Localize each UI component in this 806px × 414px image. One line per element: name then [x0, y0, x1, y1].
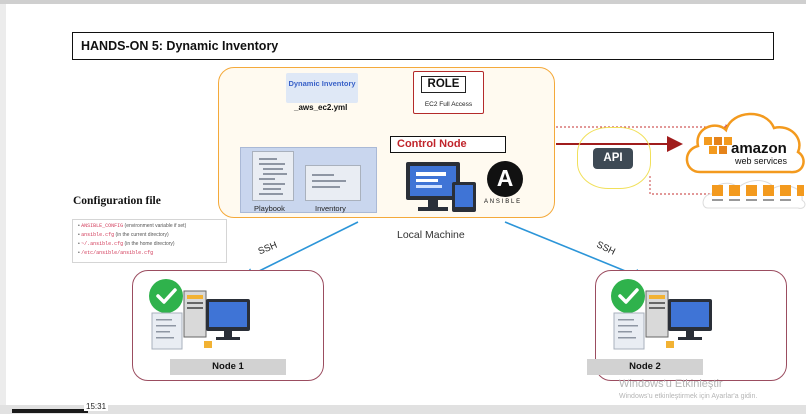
- check-icon: [149, 279, 183, 313]
- inventory-label: Inventory: [315, 204, 346, 213]
- aws-wordmark: amazon: [731, 140, 787, 157]
- computer-icon: [406, 162, 476, 212]
- checkmark-glyph: [156, 288, 177, 304]
- playbook-label: Playbook: [254, 204, 285, 213]
- activation-watermark-title: Windows'u Etkinleştir: [619, 378, 723, 390]
- video-timestamp: 15:31: [84, 402, 109, 411]
- api-badge: API: [593, 148, 633, 169]
- instance-icon-row: [712, 185, 804, 201]
- role-subtitle: EC2 Full Access: [424, 101, 473, 108]
- playbook-document-icon: [252, 151, 294, 201]
- api-highlight-circle: [577, 127, 651, 189]
- configuration-file-title: Configuration file: [73, 195, 161, 207]
- ansible-wordmark: ANSIBLE: [484, 199, 522, 205]
- dynamic-inventory-title: Dynamic Inventory: [288, 79, 356, 88]
- config-item: • ~/.ansible.cfg (in the home directory): [78, 241, 175, 247]
- local-machine-label: Local Machine: [397, 229, 465, 241]
- aws-cube-icon: [704, 137, 732, 154]
- config-item: • /etc/ansible/ansible.cfg: [78, 250, 154, 256]
- server-icon: [613, 290, 712, 350]
- config-item: • ANSIBLE_CONFIG (environment variable i…: [78, 223, 187, 229]
- aws-cloud-icon: [685, 112, 805, 174]
- aws-subtitle: web services: [735, 156, 788, 166]
- role-title: ROLE: [421, 76, 466, 93]
- check-icon: [611, 279, 645, 313]
- ansible-logo-icon: [487, 161, 523, 197]
- top-bar: [0, 0, 806, 4]
- dynamic-inventory-card: [286, 73, 358, 103]
- slide-title: HANDS-ON 5: Dynamic Inventory: [72, 32, 774, 60]
- ssh-arrow-right: [504, 221, 647, 281]
- config-item: • ansible.cfg (in the current directory): [78, 232, 169, 238]
- node-1-label: Node 1: [170, 359, 286, 375]
- left-strip: [0, 4, 6, 414]
- server-icon: [151, 290, 250, 350]
- inventory-document-icon: [305, 165, 361, 201]
- video-progress-track[interactable]: [0, 405, 806, 414]
- video-progress-fill: [12, 409, 88, 413]
- ansible-logo-letter: A: [496, 165, 514, 191]
- activation-watermark-text: Windows'u etkinleştirmek için Ayarlar'a …: [619, 393, 758, 400]
- control-node-label: Control Node: [390, 136, 506, 153]
- checkmark-glyph: [618, 288, 639, 304]
- node-2-label: Node 2: [587, 359, 703, 375]
- dynamic-inventory-file: _aws_ec2.yml: [294, 103, 348, 112]
- dotted-line-return: [649, 176, 722, 195]
- ssh-arrow-left: [241, 221, 359, 280]
- configuration-file-list: [72, 219, 227, 263]
